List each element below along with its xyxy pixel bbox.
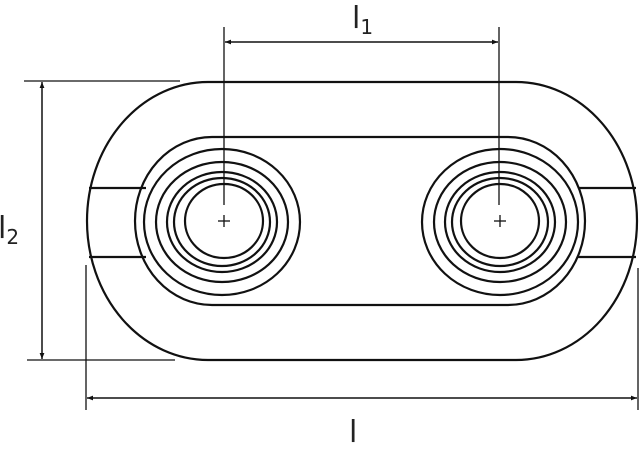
side-band-left <box>89 186 146 259</box>
center-cross-icon <box>218 215 230 227</box>
right-cable-entry <box>420 147 580 297</box>
dimension-l2: l2 <box>0 80 180 361</box>
center-cross-icon <box>494 215 506 227</box>
dimension-label-l: l <box>349 415 357 450</box>
dimension-l: l <box>85 265 639 450</box>
inner-plate-outline <box>133 135 587 307</box>
dimension-l1: l1 <box>223 1 500 205</box>
left-cable-entry <box>142 147 302 297</box>
outer-body-outline <box>85 80 639 362</box>
dimension-label-l1: l1 <box>352 1 373 39</box>
dimension-label-l2: l2 <box>0 211 19 249</box>
side-band-right <box>578 186 636 259</box>
